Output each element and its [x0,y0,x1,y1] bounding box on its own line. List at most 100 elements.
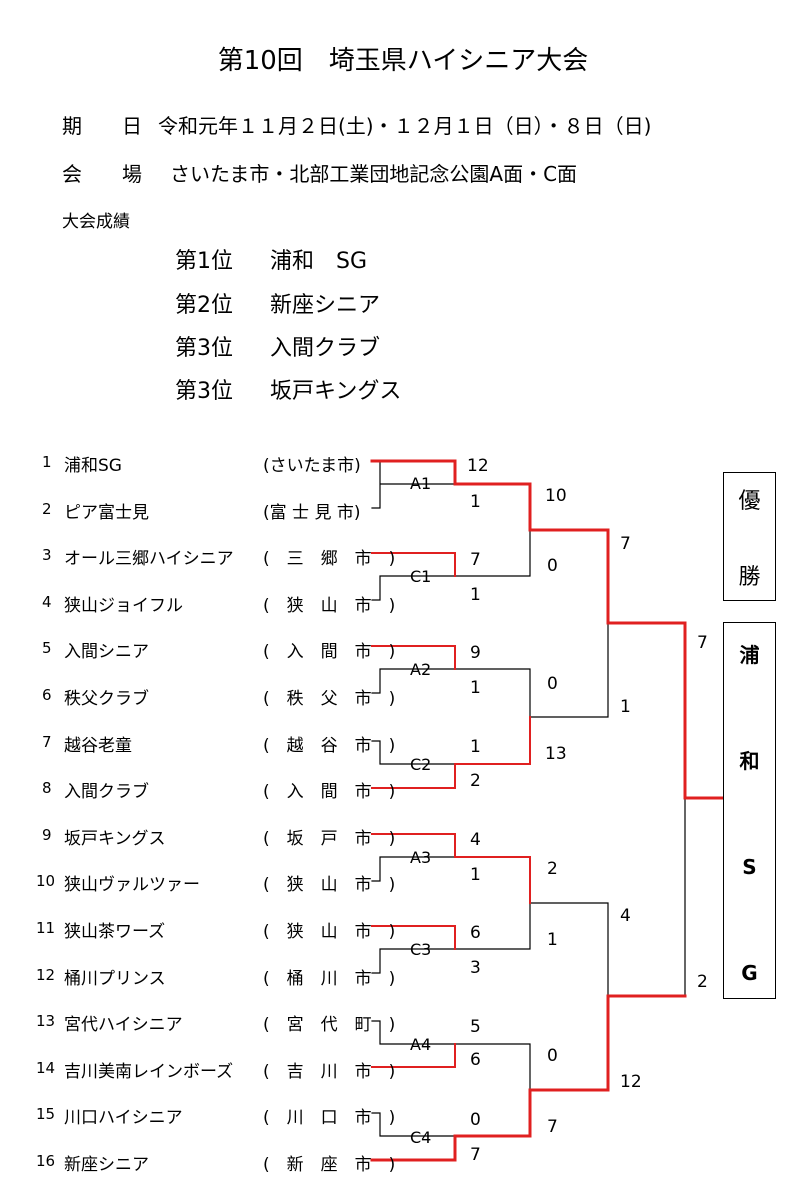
score: 1 [470,492,481,512]
team-city: ( 坂 戸 市 ) [263,829,396,849]
team-number: 6 [42,686,52,704]
team-city: ( 吉 川 市 ) [263,1062,396,1082]
score: 2 [547,859,558,879]
team-number: 12 [36,966,56,984]
result-rank: 第1位 [175,249,233,274]
team-city: ( 川 口 市 ) [263,1108,396,1128]
results-heading: 大会成績 [62,212,130,232]
score: 7 [470,1145,481,1165]
team-name: 川口ハイシニア [64,1108,183,1128]
score: 2 [470,771,481,791]
result-rank: 第3位 [175,379,233,404]
team-name: 吉川美南レインボーズ [64,1062,234,1082]
champion-name-char: 浦 [739,643,760,667]
score: 2 [697,972,708,992]
score: 5 [470,1017,481,1037]
team-name: 桶川プリンス [64,969,166,989]
team-city: ( 宮 代 町 ) [263,1015,396,1035]
result-team: 入間クラブ [270,336,381,361]
team-number: 11 [36,919,56,937]
team-city: ( 入 間 市 ) [263,642,396,662]
team-name: 浦和SG [64,456,122,476]
score: 0 [470,1110,481,1130]
score: 7 [470,550,481,570]
team-number: 1 [42,453,52,471]
venue-label: 会 場 [62,162,142,186]
match-label: C1 [410,567,432,586]
champion-label-char: 優 [738,489,761,514]
date-label: 期 日 [62,114,142,138]
result-rank: 第3位 [175,336,233,361]
team-city: ( 狭 山 市 ) [263,596,396,616]
team-number: 8 [42,779,52,797]
team-city: ( 桶 川 市 ) [263,969,396,989]
result-rank: 第2位 [175,293,233,318]
score: 0 [547,674,558,694]
team-city: ( 三 郷 市 ) [263,549,396,569]
team-city: ( 新 座 市 ) [263,1155,396,1175]
score: 7 [547,1117,558,1137]
score: 7 [620,534,631,554]
team-name: 越谷老童 [64,736,132,756]
team-city: ( 狭 山 市 ) [263,875,396,895]
team-name: 入間クラブ [64,782,149,802]
score: 4 [470,830,481,850]
score: 1 [547,930,558,950]
team-name: 宮代ハイシニア [64,1015,183,1035]
score: 1 [470,865,481,885]
result-team: 新座シニア [270,293,381,318]
team-city: ( 入 間 市 ) [263,782,396,802]
result-team: 浦和 SG [270,249,368,274]
venue-value: さいたま市・北部工業団地記念公園A面・C面 [170,162,578,186]
champion-name-box: 浦 和 S G [723,622,776,999]
team-name: オール三郷ハイシニア [64,549,234,569]
team-name: 狭山茶ワーズ [64,922,166,942]
team-number: 3 [42,546,52,564]
team-city: ( 秩 父 市 ) [263,689,396,709]
score: 6 [470,1050,481,1070]
champion-label-char: 勝 [738,565,761,590]
score: 12 [467,456,489,476]
score: 0 [547,556,558,576]
team-number: 9 [42,826,52,844]
team-city: (さいたま市) [263,456,361,476]
score: 13 [545,744,567,764]
champion-name-char: S [742,855,757,879]
match-label: A3 [410,848,432,867]
team-number: 2 [42,500,52,518]
team-city: ( 越 谷 市 ) [263,736,396,756]
team-name: 新座シニア [64,1155,149,1175]
team-name: ピア富士見 [64,503,149,523]
score: 3 [470,958,481,978]
team-number: 5 [42,639,52,657]
team-number: 10 [36,872,56,890]
result-team: 坂戸キングス [270,379,402,404]
score: 1 [470,737,481,757]
match-label: C2 [410,755,432,774]
team-name: 秩父クラブ [64,689,149,709]
team-number: 15 [36,1105,56,1123]
team-city: (富 士 見 市) [263,503,361,523]
page-title: 第10回 埼玉県ハイシニア大会 [217,46,589,76]
team-name: 狭山ヴァルツァー [64,875,200,895]
team-number: 13 [36,1012,56,1030]
date-value: 令和元年１１月２日(土)・１２月１日（日）・８日（日) [158,114,652,138]
team-number: 4 [42,593,52,611]
champion-label-box: 優 勝 [723,472,776,601]
champion-name-char: 和 [739,749,760,773]
match-label: A4 [410,1035,432,1054]
score: 9 [470,643,481,663]
match-label: C3 [410,940,432,959]
score: 4 [620,906,631,926]
score: 10 [545,486,567,506]
team-name: 入間シニア [64,642,149,662]
score: 1 [470,585,481,605]
score: 7 [697,633,708,653]
team-number: 14 [36,1059,56,1077]
team-name: 狭山ジョイフル [64,596,183,616]
match-label: A1 [410,474,432,493]
match-label: A2 [410,660,432,679]
team-name: 坂戸キングス [64,829,166,849]
team-city: ( 狭 山 市 ) [263,922,396,942]
score: 1 [620,697,631,717]
